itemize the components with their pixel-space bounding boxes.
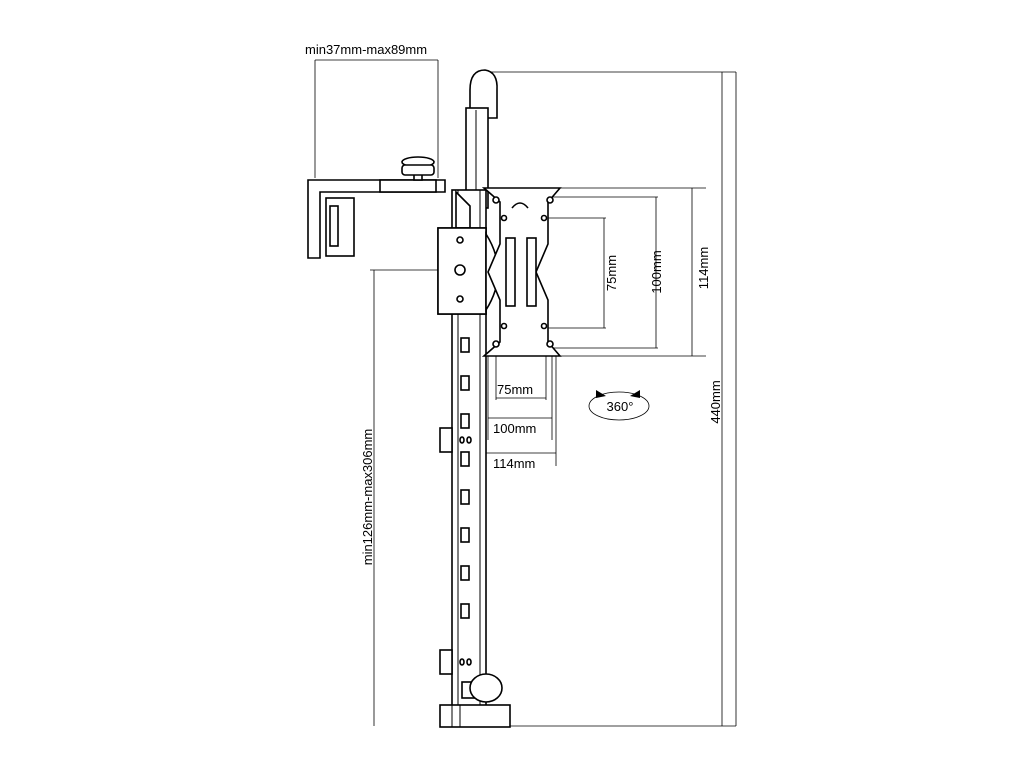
pole-hole [460, 337, 470, 353]
pole-rivet [459, 436, 465, 444]
rotation-arrow-left [596, 390, 606, 398]
clamp-slot [329, 205, 339, 247]
dimension-labels: min37mm-max89mm 360° 75mm 100mm 114mm 75… [305, 42, 723, 565]
vesa-hole [540, 214, 548, 222]
pole-rivet [466, 436, 472, 444]
pole-tab [439, 649, 453, 675]
vesa-hole [492, 340, 500, 348]
joint-bolt [454, 264, 466, 276]
clamp-plate [379, 179, 437, 193]
bottom-clamp [439, 673, 511, 728]
label-height-range: min126mm-max306mm [360, 429, 375, 566]
bottom-base [439, 704, 511, 728]
vesa-plate [481, 187, 562, 357]
pole-tab [439, 427, 453, 453]
vesa-hole [492, 196, 500, 204]
pole-hole [460, 451, 470, 467]
desk-clamp [307, 156, 446, 259]
vesa-hole [500, 322, 508, 330]
hook-head [469, 69, 498, 119]
vesa-plate-outline [481, 187, 562, 357]
label-v114: 114mm [696, 247, 711, 289]
rotate-360-icon [588, 390, 650, 421]
label-v100: 100mm [649, 250, 664, 293]
label-h75: 75mm [497, 382, 533, 397]
pole-rivet [466, 658, 472, 666]
vesa-slot-left [505, 237, 516, 307]
pole-rivet [459, 658, 465, 666]
rotation-ellipse [588, 391, 650, 421]
rotation-arrow-right [630, 390, 640, 398]
pole-hole [460, 603, 470, 619]
vesa-hole [540, 322, 548, 330]
bottom-knob [469, 673, 503, 703]
top-hook [465, 69, 498, 209]
vesa-hole [500, 214, 508, 222]
pole-hole [460, 565, 470, 581]
vesa-hole [546, 340, 554, 348]
label-rotation: 360° [607, 399, 634, 414]
pole-hole [460, 489, 470, 505]
vesa-slot-right [526, 237, 537, 307]
label-v75: 75mm [604, 255, 619, 291]
label-h100: 100mm [493, 421, 536, 436]
joint-bolt [456, 295, 464, 303]
vesa-top-notch [511, 202, 529, 209]
vesa-hole [546, 196, 554, 204]
pole-hole [460, 527, 470, 543]
tilt-joint [437, 190, 499, 315]
label-clamp-range: min37mm-max89mm [305, 42, 427, 57]
label-total-height: 440mm [708, 380, 723, 423]
label-h114: 114mm [493, 456, 535, 471]
pole-hole [460, 413, 470, 429]
knob-base [401, 164, 435, 176]
joint-bolt [456, 236, 464, 244]
pole-hole [460, 375, 470, 391]
